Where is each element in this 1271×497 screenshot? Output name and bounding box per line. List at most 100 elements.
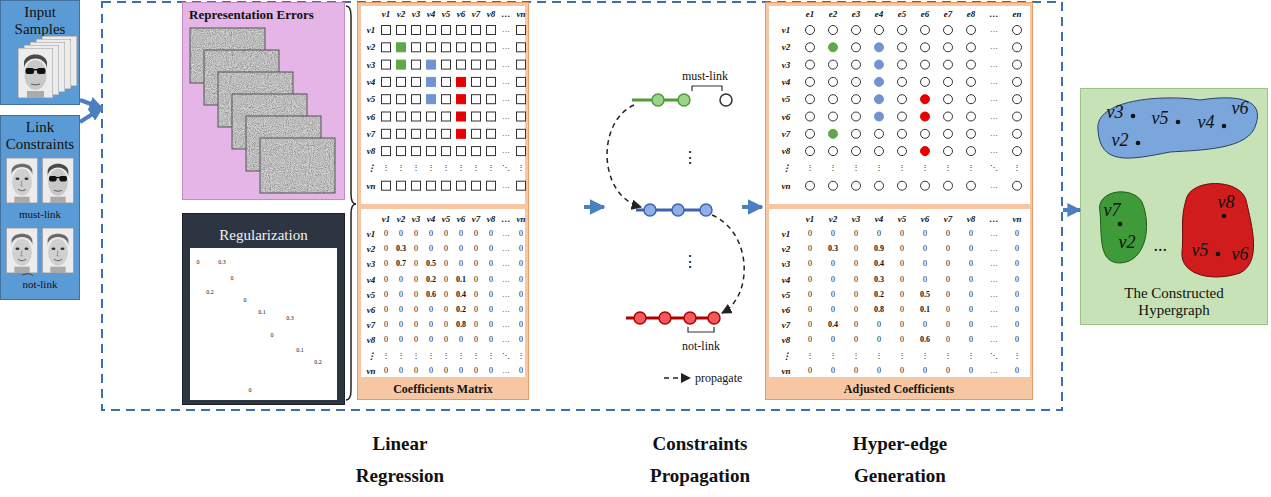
column-header: v8 [487,10,496,19]
matrix-cell: 0.9 [874,245,884,253]
matrix-circle [806,77,815,86]
matrix-cell: 0 [459,260,463,268]
matrix-cell: 0 [414,276,418,284]
matrix-cell: 0 [429,367,433,375]
matrix-cell: 0 [900,306,904,314]
constraint-faces [6,158,74,276]
column-header: v1 [382,10,391,19]
matrix-square [382,95,391,104]
matrix-cell: … [990,306,998,314]
row-header: v1 [782,230,791,239]
matrix-square [442,147,451,156]
row-header: v7 [367,321,376,330]
matrix-cell: 0.3 [874,276,884,284]
matrix-circle [944,181,953,190]
matrix-square [412,77,421,86]
column-header: v3 [852,215,861,224]
matrix-cell: 0 [474,321,478,329]
matrix-circle [898,95,907,104]
matrix-cell: … [502,113,510,121]
regularization-value: 0 [249,387,252,393]
link-note: not-link [682,340,720,352]
matrix-circle [806,147,815,156]
matrix-circle [1013,129,1022,138]
matrix-cell: 0 [414,291,418,299]
matrix-square [472,77,481,86]
matrix-circle [1013,60,1022,69]
matrix-cell: ⋮ [457,164,465,172]
matrix-cell: 0 [459,230,463,238]
matrix-cell: … [990,130,998,138]
matrix-cell: ⋮ [517,164,525,172]
matrix-circle [829,147,838,156]
matrix-circle [967,77,976,86]
matrix-cell: 0 [1015,260,1019,268]
row-header: v3 [367,260,376,269]
column-header: vn [517,10,526,19]
flow-arrow [1063,208,1080,212]
matrix-cell: … [502,43,510,51]
matrix-cell: 0 [399,336,403,344]
vertex-label: v5 [1152,109,1169,127]
matrix-cell: 0.2 [456,306,466,314]
matrix-cell: 0 [900,336,904,344]
matrix-cell: 0 [444,291,448,299]
regularization-value: 0 [244,297,247,303]
vertex-label: v8 [1218,193,1235,211]
column-header: v7 [944,215,953,224]
matrix-cell: … [502,245,510,253]
vertex-label: v2 [1119,233,1136,251]
matrix-cell: 0 [489,336,493,344]
matrix-cell: 0 [946,367,950,375]
matrix-marks [382,26,1022,191]
vertex-label: v4 [1198,113,1215,131]
row-header: v8 [367,147,376,156]
column-header: v6 [457,10,466,19]
matrix-circle [806,129,815,138]
matrix-cell: … [990,147,998,155]
matrix-cell: ⋮ [517,352,525,360]
matrix-cell: ⋮ [382,164,390,172]
regularization-value: 0 [231,275,234,281]
matrix-cell: 0 [831,306,835,314]
matrix-circle [852,43,861,52]
matrix-circle [806,60,815,69]
matrix-square [517,95,526,104]
vertex-label: v2 [1112,131,1129,149]
matrix-square [442,77,451,86]
matrix-cell: 0 [489,321,493,329]
matrix-cell: 0 [969,245,973,253]
matrix-cell: … [502,95,510,103]
matrix-square [397,95,406,104]
matrix-cell: ⋮ [898,352,906,360]
matrix-cell: … [990,61,998,69]
matrix-cell: … [502,78,510,86]
dashed-frame [102,2,1062,410]
matrix-circle [875,26,884,35]
matrix-square [457,77,466,86]
column-header: e4 [875,10,884,19]
matrix-cell: ⋮ [412,352,420,360]
matrix-cell: 0 [854,367,858,375]
column-header: en [1013,10,1022,19]
matrix-circle [1013,95,1022,104]
matrix-square [442,26,451,35]
row-header: ⋮ [367,164,376,173]
matrix-cell: 0 [399,306,403,314]
matrix-cell: 0 [1015,230,1019,238]
matrix-cell: 0.4 [874,260,884,268]
matrix-square [472,181,481,190]
matrix-circle [806,95,815,104]
matrix-cell: 0 [444,336,448,344]
matrix-square [397,147,406,156]
matrix-cell: 0 [459,336,463,344]
matrix-square [397,43,406,52]
hyperedge-blobs [1098,98,1258,277]
matrix-square [412,129,421,138]
matrix-cell: … [990,26,998,34]
matrix-square [517,181,526,190]
matrix-cell: 0 [946,260,950,268]
matrix-cell: 0 [831,230,835,238]
column-header: e8 [967,10,976,19]
column-header: v5 [898,215,907,224]
